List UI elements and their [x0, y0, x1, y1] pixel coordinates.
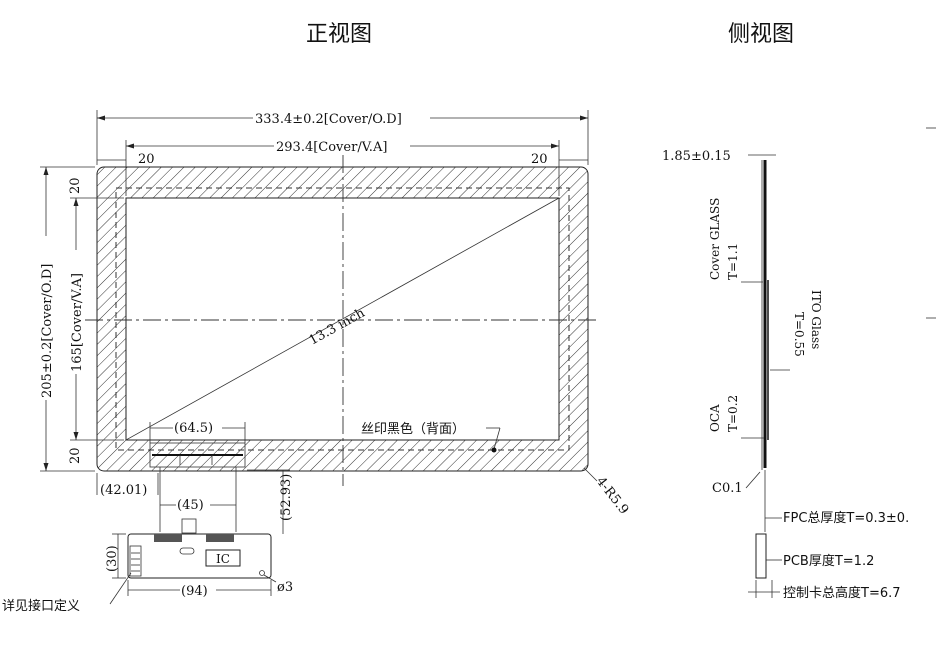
- side-view-title: 侧视图: [728, 22, 794, 47]
- diagonal-line: [125, 197, 560, 441]
- cover-glass-label: Cover GLASS: [708, 198, 722, 280]
- interface-note: 详见接口定义: [2, 598, 80, 614]
- cover-va-width-label: 293.4[Cover/V.A]: [276, 140, 387, 155]
- mount-hole: [259, 570, 265, 576]
- cover-od-height-label: 205±0.2[Cover/O.D]: [40, 264, 55, 398]
- fpc-thickness-label: FPC总厚度T=0.3±0.: [783, 510, 909, 526]
- arrow: [97, 115, 105, 121]
- fpc-bond-area: [149, 442, 246, 468]
- side-view: 1.85±0.15 Cover GLASS T=1.1 ITO Glass T=…: [662, 127, 936, 601]
- fpc-bond-width-label: (64.5): [174, 421, 213, 436]
- cover-od-width-label: 333.4±0.2[Cover/O.D]: [255, 112, 402, 127]
- pcb-board: [127, 533, 272, 579]
- hole-label: ø3: [277, 580, 293, 595]
- fpc-offset-label: (42.01): [100, 483, 147, 498]
- pcb-connector-left: [154, 534, 182, 542]
- pcb-side-section: [755, 533, 767, 579]
- leader-radius: [583, 467, 598, 482]
- corner-radius-label: 4-R5.9: [593, 474, 631, 517]
- black-border-hatch: [97, 167, 588, 471]
- ic-chip: [205, 549, 241, 567]
- interface-connector: [129, 545, 142, 577]
- fpc-width-label: (45): [177, 498, 204, 513]
- leader-dot: [491, 447, 497, 453]
- active-area-dashed: [115, 187, 570, 451]
- silkscreen-note: 丝印黑色（背面）: [361, 421, 465, 437]
- ito-glass-t-label: T=0.55: [792, 312, 806, 357]
- oca-label: OCA: [708, 404, 722, 432]
- total-thickness-label: 1.85±0.15: [662, 149, 731, 164]
- cover-glass-t-label: T=1.1: [726, 243, 740, 280]
- fpc-connector-tab: [181, 518, 197, 534]
- fpc-tail: [159, 467, 237, 532]
- arrow: [73, 198, 79, 206]
- border-top-label: 20: [68, 177, 83, 194]
- front-view: 13.3 inch 333.4±0.2[Cover/O.D] 293.4[Cov…: [2, 110, 631, 614]
- leader-interface: [109, 572, 132, 605]
- arrow: [126, 143, 134, 149]
- ic-label: IC: [216, 552, 230, 566]
- pcb-slot: [179, 547, 195, 555]
- border-bottom-label: 20: [68, 447, 83, 464]
- arrow: [73, 432, 79, 440]
- leader-silkscreen-2: [493, 427, 501, 450]
- cover-outline: [96, 166, 589, 472]
- pcb-thickness-label: PCB厚度T=1.2: [783, 553, 874, 569]
- arrow: [551, 143, 559, 149]
- leader-hole: [263, 574, 277, 583]
- arrow: [580, 115, 588, 121]
- arrow: [43, 167, 49, 175]
- front-view-title: 正视图: [306, 22, 372, 47]
- cover-va-height-label: 165[Cover/V.A]: [70, 273, 85, 372]
- pcb-connector-right: [206, 534, 234, 542]
- control-height-label: 控制卡总高度T=6.7: [783, 585, 901, 601]
- border-left-label: 20: [138, 152, 155, 167]
- pcb-width-label: (94): [181, 584, 208, 599]
- chamfer-label: C0.1: [712, 481, 743, 496]
- diagonal-label: 13.3 inch: [307, 305, 368, 348]
- leader-chamfer: [745, 471, 761, 489]
- border-right-label: 20: [531, 152, 548, 167]
- ito-glass-label: ITO Glass: [809, 290, 823, 349]
- arrow: [43, 463, 49, 471]
- oca-t-label: T=0.2: [726, 395, 740, 432]
- fpc-length-label: (52.93): [279, 474, 294, 521]
- pcb-height-label: (30): [105, 545, 120, 572]
- viewing-area-outline: [125, 197, 560, 441]
